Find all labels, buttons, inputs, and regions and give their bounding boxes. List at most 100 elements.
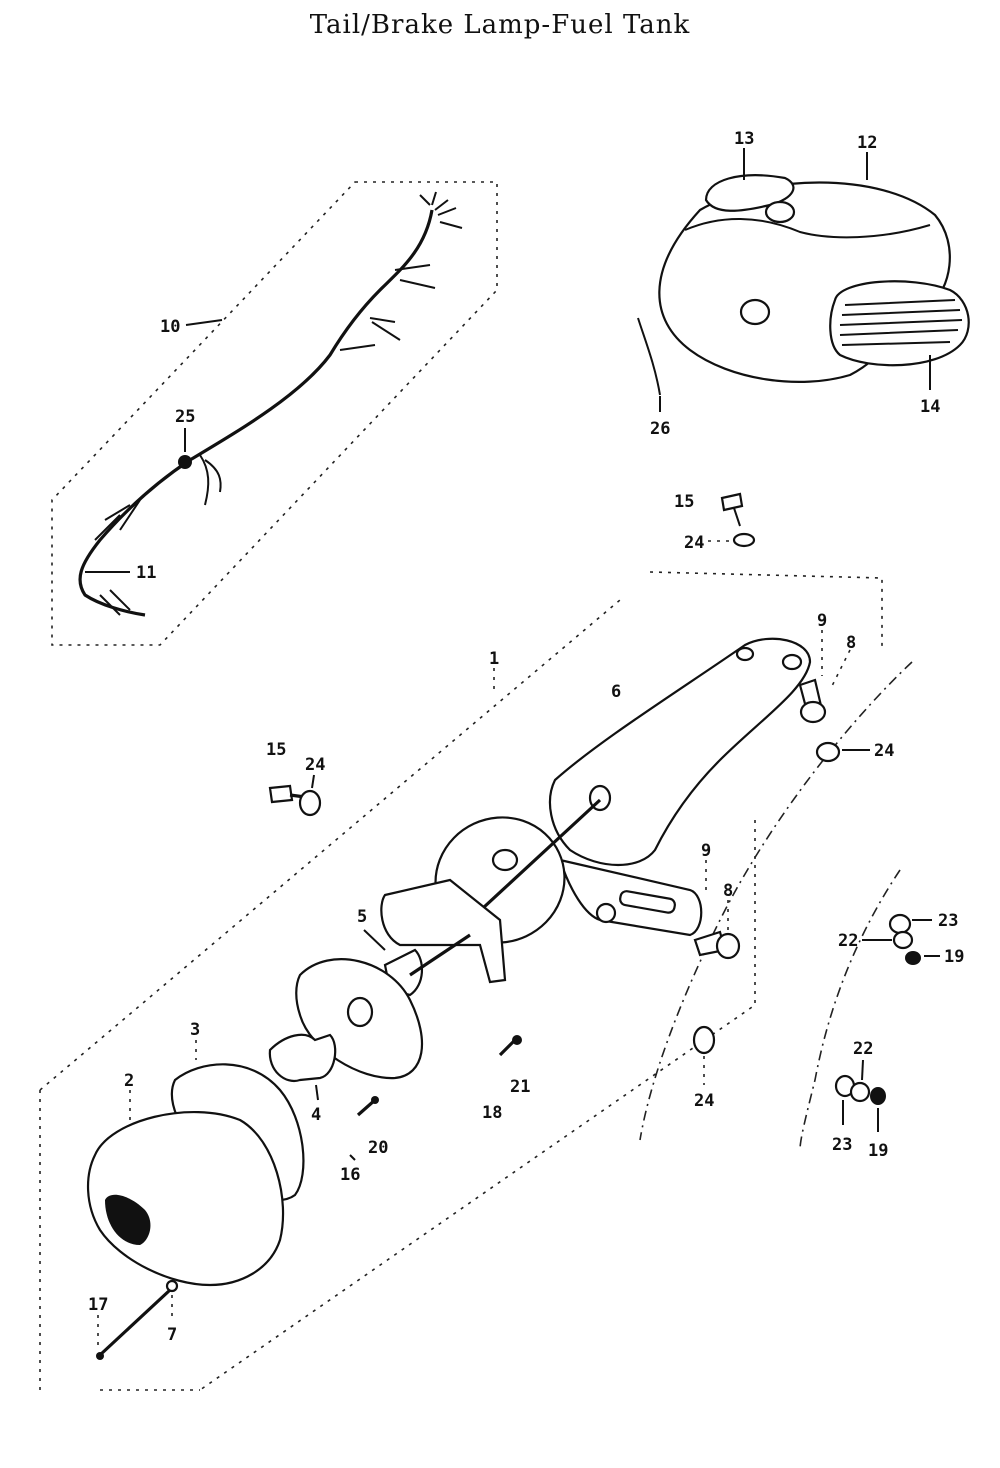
bracket-hole-a [735, 646, 755, 662]
bracket-hole-b [781, 653, 803, 671]
harness-branch-a [419, 191, 463, 229]
callout-7: 7 [167, 1325, 177, 1345]
wire-harness-group [51, 181, 498, 646]
callout-23-upper: 23 [938, 911, 958, 931]
bolt-8-upper-head [799, 700, 827, 724]
lens-screw-group [96, 1279, 179, 1360]
callout-26: 26 [650, 419, 670, 439]
harness-junction-25 [178, 455, 192, 469]
lamp-bracket-6 [548, 637, 812, 866]
callout-24-left: 24 [305, 755, 325, 775]
callout-13: 13 [734, 129, 754, 149]
harness-branch-d [199, 454, 222, 506]
fuel-tank-group [637, 148, 970, 412]
screw-21-head [512, 1035, 522, 1045]
washer-23-upper [888, 913, 912, 935]
screw-group [349, 1035, 522, 1161]
leader-5 [363, 929, 386, 951]
lens-screw-17 [98, 1288, 172, 1357]
bolt-15-top [720, 492, 744, 512]
fuel-tank-edge [684, 218, 931, 239]
callout-2: 2 [124, 1071, 134, 1091]
bolt-15-top-shank [733, 507, 741, 527]
harness-branch-b [394, 264, 436, 289]
gasket-center-hole [346, 996, 374, 1028]
lamp-assembly-lower-outline [100, 820, 756, 1391]
tank-top-pad-13 [704, 174, 795, 212]
leader-16 [349, 1154, 356, 1161]
fender-outline-2 [799, 869, 901, 1151]
fuel-tube-26 [637, 317, 661, 396]
nut-19-upper [905, 951, 921, 965]
leader-4 [315, 1084, 319, 1101]
callout-10: 10 [160, 317, 180, 337]
callout-21: 21 [510, 1077, 530, 1097]
callout-14: 14 [920, 397, 940, 417]
wire-harness [78, 209, 434, 617]
leader-8-upper [829, 649, 851, 691]
harness-branch-e [94, 499, 141, 541]
callout-15-left: 15 [266, 740, 286, 760]
washer-24-lower [692, 1025, 716, 1055]
leader-24-left [311, 774, 315, 789]
callout-9a: 9 [817, 611, 827, 631]
callout-15-top: 15 [674, 492, 694, 512]
knee-grip-ribs [839, 299, 963, 346]
callout-6: 6 [611, 682, 621, 702]
nut-19-lower [870, 1087, 886, 1105]
lamp-assembly-outline [39, 571, 883, 1390]
callout-9b: 9 [701, 841, 711, 861]
callout-20: 20 [368, 1138, 388, 1158]
diagram-title: Tail/Brake Lamp-Fuel Tank [309, 10, 691, 40]
nut-22-lower [849, 1081, 871, 1103]
mount-plate-5 [380, 878, 507, 984]
callout-22-upper: 22 [838, 931, 858, 951]
lamp-base-center [491, 848, 519, 872]
fuel-cap [764, 200, 796, 224]
nut-7 [165, 1279, 179, 1293]
bracket-hole-d [595, 902, 617, 924]
callout-24-right: 24 [874, 741, 894, 761]
lamp-base-stud [468, 798, 602, 922]
screw-20-head [371, 1096, 379, 1104]
top-bolt-group [708, 492, 756, 548]
callout-24-top: 24 [684, 533, 704, 553]
lamp-bulb-4 [268, 1033, 337, 1083]
callout-17: 17 [88, 1295, 108, 1315]
left-bolt-group [268, 774, 322, 817]
callout-23-lower: 23 [832, 1135, 852, 1155]
nut-22-upper [892, 930, 914, 950]
lens-screw-17-head [96, 1352, 104, 1360]
callout-11: 11 [136, 563, 156, 583]
harness-branch-c [339, 317, 401, 351]
callout-4: 4 [311, 1105, 321, 1125]
callout-24-lower: 24 [694, 1091, 714, 1111]
callout-8a: 8 [846, 633, 856, 653]
fuel-petcock-boss [739, 298, 771, 326]
callout-18: 18 [482, 1103, 502, 1123]
callout-3: 3 [190, 1020, 200, 1040]
license-bracket-slot [619, 890, 676, 914]
washer-24-right [815, 741, 841, 763]
leader-10 [185, 319, 223, 326]
callout-8b: 8 [723, 881, 733, 901]
leader-22-lower [861, 1059, 864, 1081]
callout-19-upper: 19 [944, 947, 964, 967]
harness-dashed-outline [51, 181, 498, 646]
lamp-base-group [363, 798, 602, 997]
washer-24-left [298, 789, 322, 817]
fender-outline [639, 661, 913, 1141]
callout-1: 1 [489, 649, 499, 669]
bolt-15-left [268, 784, 294, 804]
reflector-patch [105, 1194, 151, 1245]
socket-stem [409, 933, 471, 977]
callout-19-lower: 19 [868, 1141, 888, 1161]
lamp-bracket-group [548, 630, 870, 1085]
callout-16: 16 [340, 1165, 360, 1185]
callout-25: 25 [175, 407, 195, 427]
right-nut-group [834, 913, 940, 1132]
washer-24-top [732, 532, 756, 548]
callout-12: 12 [857, 133, 877, 153]
callout-22-lower: 22 [853, 1039, 873, 1059]
